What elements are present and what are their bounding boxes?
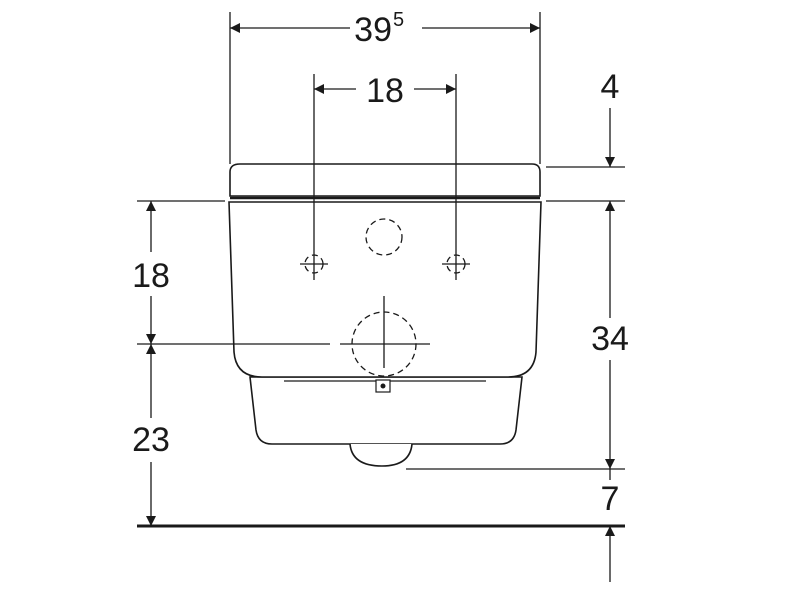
water-inlet-circle bbox=[365, 218, 403, 256]
dim-bottom-offset-label: 7 bbox=[601, 480, 620, 518]
dim-bottom-offset: 7 bbox=[601, 469, 620, 582]
dim-bolt-to-outlet: 18 bbox=[132, 201, 170, 344]
dim-overall-width-label: 39 bbox=[354, 11, 392, 49]
bowl-body bbox=[228, 201, 542, 378]
dim-overall-width-superscript: 5 bbox=[393, 9, 404, 31]
dim-bolt-spacing-label: 18 bbox=[366, 72, 404, 110]
dim-bowl-height-label: 34 bbox=[591, 320, 629, 358]
toilet-outline bbox=[228, 163, 542, 467]
dim-overall-width: 39 5 bbox=[230, 9, 540, 49]
dim-bolt-to-outlet-label: 18 bbox=[132, 257, 170, 295]
dim-bolt-spacing: 18 bbox=[314, 72, 456, 110]
seat-rim bbox=[229, 163, 541, 197]
dim-rim-height: 4 bbox=[601, 68, 620, 167]
outlet-bump bbox=[349, 443, 413, 467]
drain-fitting-dot bbox=[380, 383, 386, 389]
dim-rim-height-label: 4 bbox=[601, 68, 620, 106]
dim-outlet-height: 23 bbox=[132, 344, 170, 526]
dim-bowl-height: 34 bbox=[591, 201, 629, 469]
toilet-base bbox=[249, 376, 523, 445]
dim-outlet-height-label: 23 bbox=[132, 421, 170, 459]
